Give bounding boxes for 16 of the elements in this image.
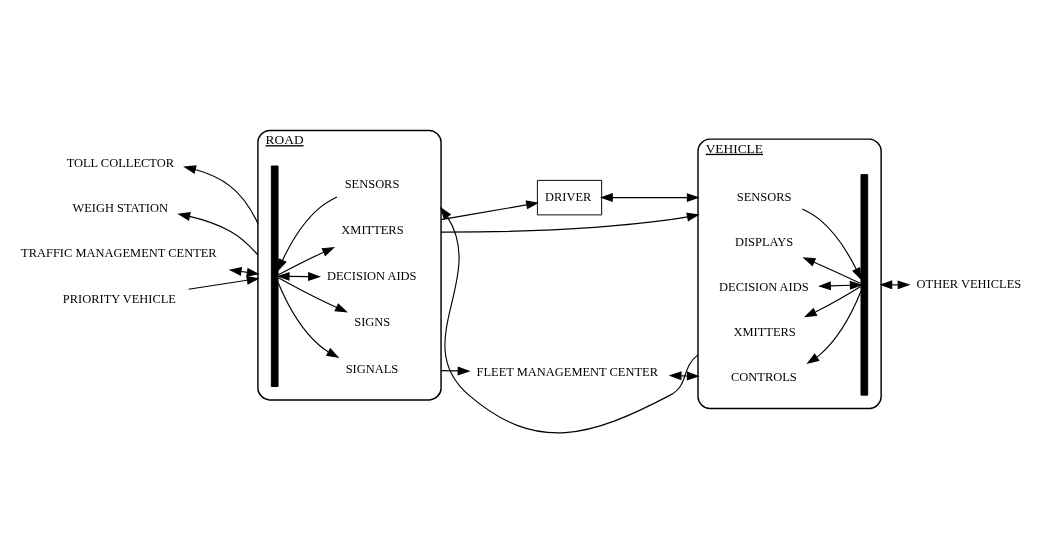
node-text: SENSORS	[344, 176, 400, 191]
node-text: XMITTERS	[733, 324, 796, 339]
node-text: DECISION AIDS	[326, 268, 417, 283]
node-text: SENSORS	[736, 189, 792, 204]
node-text: DECISION AIDS	[719, 279, 809, 294]
node-text: CONTROLS	[731, 369, 797, 384]
node-text: TOLL COLLECTOR	[66, 155, 174, 170]
node-text: FLEET MANAGEMENT CENTER	[476, 364, 659, 379]
node-text: SIGNALS	[345, 361, 399, 375]
node-text: OTHER VEHICLES	[916, 276, 1022, 291]
node-text: SIGNS	[354, 314, 391, 329]
node-text: TRAFFIC MANAGEMENT CENTER	[21, 245, 217, 260]
node-text: XMITTERS	[341, 222, 404, 237]
node-text: WEIGH STATION	[72, 200, 168, 215]
node-text: PRIORITY VEHICLE	[62, 291, 176, 306]
node-text: DISPLAYS	[734, 234, 794, 249]
